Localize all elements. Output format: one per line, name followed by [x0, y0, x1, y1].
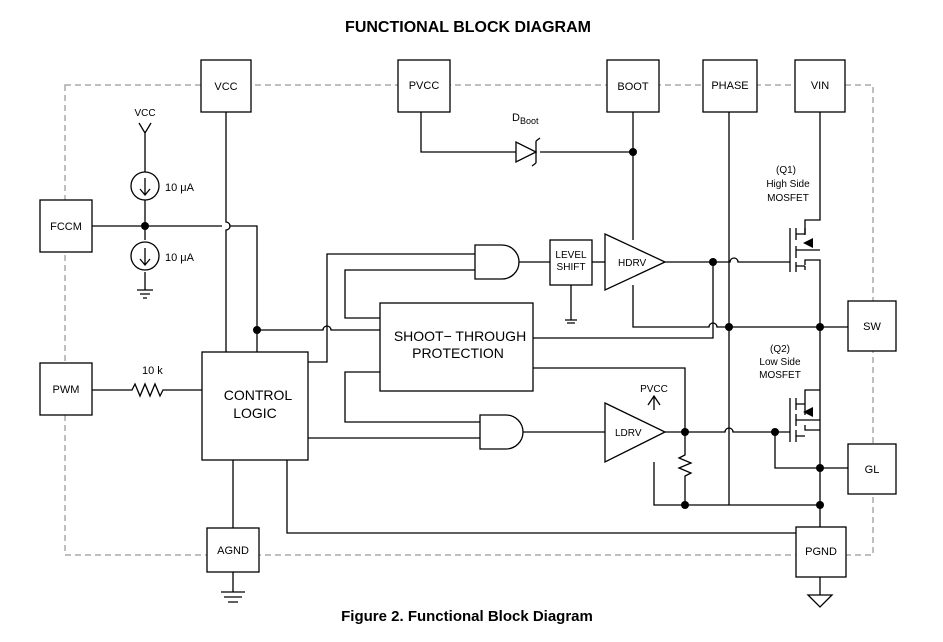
q2-mosfet — [789, 398, 820, 442]
pin-agnd: AGND — [206, 527, 260, 573]
shoot-through-label-2: PROTECTION — [412, 345, 504, 361]
control-logic-block — [201, 351, 309, 461]
level-shift-label-1: LEVEL — [555, 250, 587, 261]
q1-label-3: MOSFET — [767, 193, 809, 204]
pin-boot: BOOT — [606, 59, 660, 113]
q1-label-2: High Side — [766, 179, 810, 190]
upper-and-gate — [474, 244, 520, 280]
control-logic-label-1: CONTROL — [224, 387, 293, 403]
hdrv-label: HDRV — [618, 258, 646, 269]
junction-dots — [141, 148, 824, 509]
pin-vin: VIN — [794, 59, 846, 113]
svg-text:PGND: PGND — [805, 546, 837, 558]
figure-caption: Figure 2. Functional Block Diagram — [341, 608, 593, 625]
level-shift-block — [549, 239, 593, 286]
svg-text:VIN: VIN — [811, 80, 829, 92]
q2-label-2: Low Side — [759, 357, 801, 368]
diagram-title: FUNCTIONAL BLOCK DIAGRAM — [345, 19, 591, 36]
boot-diode — [515, 137, 541, 167]
svg-text:PHASE: PHASE — [711, 80, 748, 92]
ldrv-pvcc-label: PVCC — [640, 384, 668, 395]
diode-label: DBoot — [512, 112, 539, 126]
q1-mosfet — [789, 228, 820, 272]
shoot-through-label-1: SHOOT− THROUGH — [394, 328, 526, 344]
shoot-through-block — [379, 302, 534, 392]
q1-label-1: (Q1) — [776, 165, 796, 176]
level-shift-label-2: SHIFT — [557, 262, 586, 273]
svg-text:PWM: PWM — [53, 384, 80, 396]
current-source-top — [130, 171, 160, 201]
svg-text:BOOT: BOOT — [617, 81, 648, 93]
svg-text:PVCC: PVCC — [409, 80, 440, 92]
svg-text:SW: SW — [863, 321, 881, 333]
current-source-bottom-label: 10 μA — [165, 252, 195, 264]
svg-text:AGND: AGND — [217, 545, 249, 557]
vcc-supply-label: VCC — [134, 108, 155, 119]
pin-gl: GL — [847, 443, 897, 495]
q2-label-1: (Q2) — [770, 344, 790, 355]
wiring — [92, 112, 848, 608]
resistor-label: 10 k — [142, 365, 163, 377]
svg-text:VCC: VCC — [214, 81, 237, 93]
svg-text:GL: GL — [865, 464, 880, 476]
q2-label-3: MOSFET — [759, 370, 801, 381]
pin-sw: SW — [847, 300, 897, 352]
pin-pwm: PWM — [39, 362, 93, 416]
lower-and-gate — [479, 414, 524, 450]
ldrv-label: LDRV — [615, 428, 642, 439]
pin-phase: PHASE — [702, 59, 758, 113]
current-source-bottom — [130, 241, 160, 271]
pin-fccm: FCCM — [39, 199, 93, 253]
ldrv-driver — [604, 401, 667, 464]
hdrv-driver — [604, 232, 667, 292]
control-logic-label-2: LOGIC — [233, 405, 277, 421]
svg-text:FCCM: FCCM — [50, 221, 82, 233]
current-source-top-label: 10 μA — [165, 182, 195, 194]
pin-pgnd: PGND — [795, 526, 847, 578]
pin-vcc: VCC — [200, 59, 252, 113]
pin-pvcc: PVCC — [397, 59, 451, 113]
